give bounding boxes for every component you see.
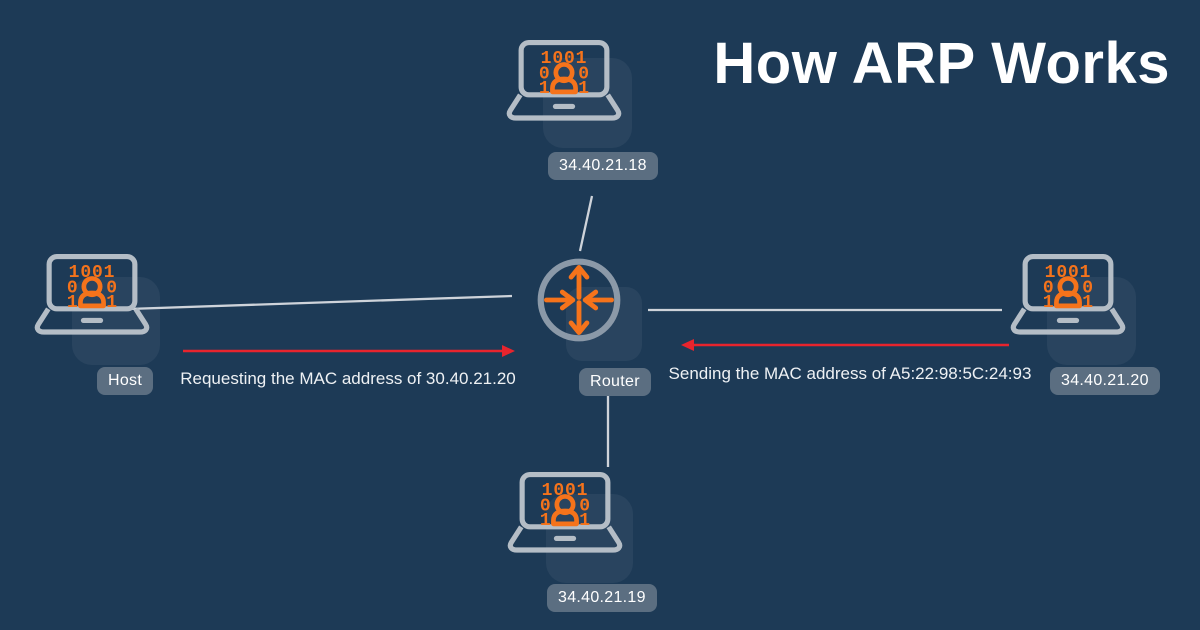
arp-reply-caption: Sending the MAC address of A5:22:98:5C:2… <box>668 364 1032 383</box>
laptop-icon-top <box>504 40 624 124</box>
laptop-icon-host <box>32 254 152 338</box>
arp-request-arrow <box>183 345 515 357</box>
link-router-top <box>578 195 594 252</box>
page-title: How ARP Works <box>713 31 1170 96</box>
host-label: Host <box>97 367 154 395</box>
ip-label-top: 34.40.21.18 <box>548 152 658 180</box>
ip-label-bottom: 34.40.21.19 <box>547 584 657 612</box>
ip-label-right: 34.40.21.20 <box>1050 367 1160 395</box>
arp-reply-arrow <box>681 339 1009 351</box>
router-icon <box>535 256 623 344</box>
laptop-icon-right <box>1008 254 1128 338</box>
laptop-icon-bottom <box>505 472 625 556</box>
router-label: Router <box>579 368 651 396</box>
link-router-left <box>127 294 513 311</box>
arp-request-caption: Requesting the MAC address of 30.40.21.2… <box>180 369 516 388</box>
